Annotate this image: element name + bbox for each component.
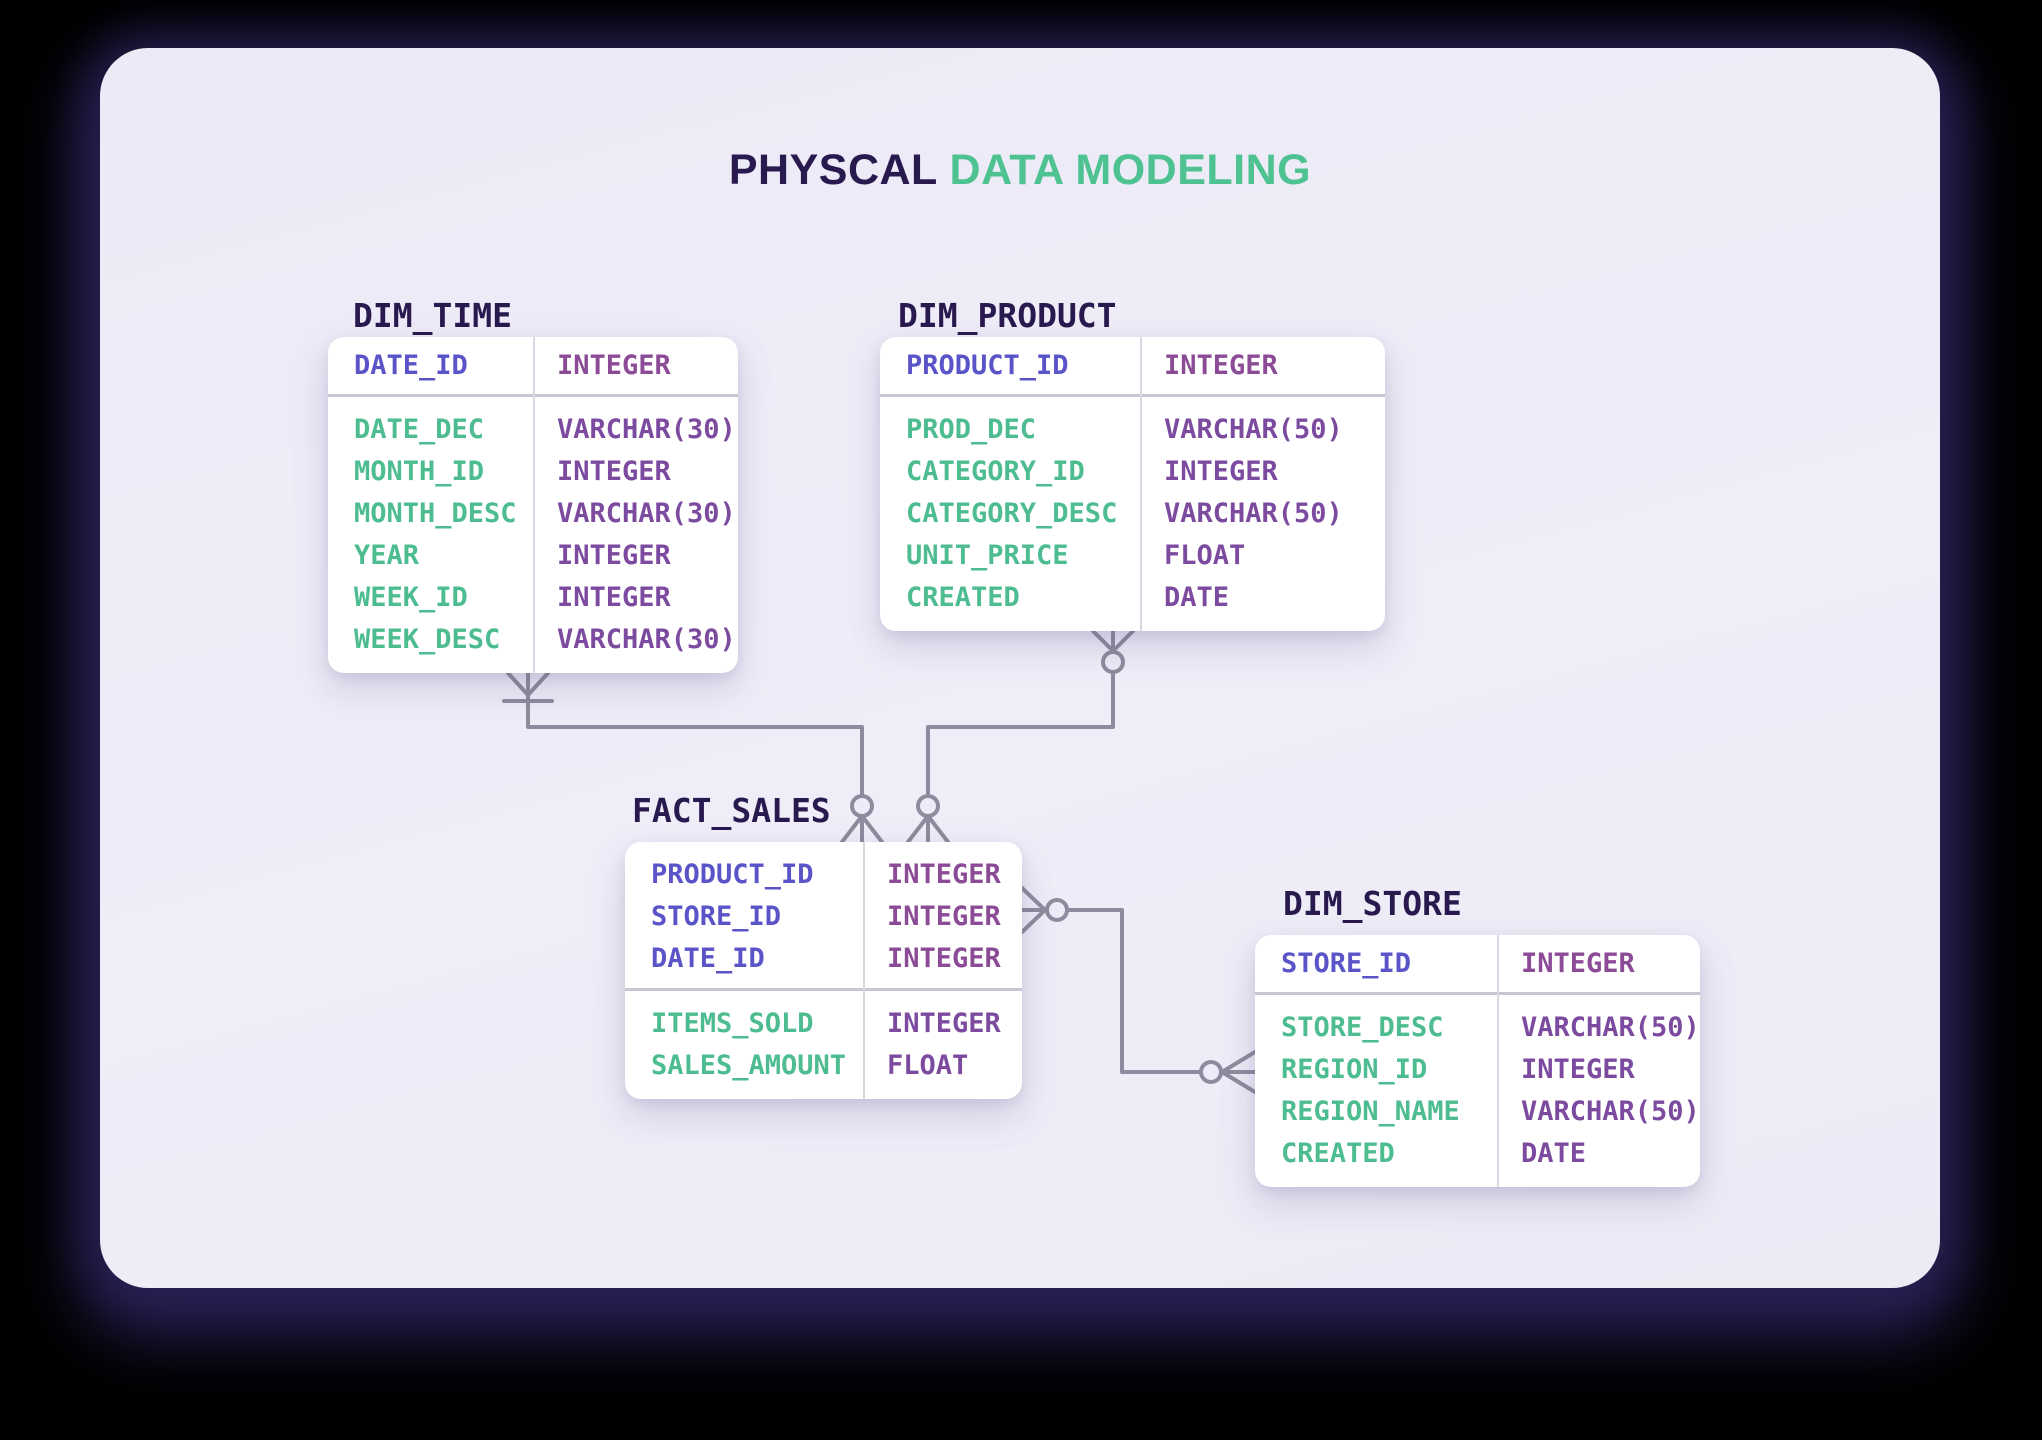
column-type: INTEGER [887, 1008, 1001, 1039]
table-row: STORE_ID INTEGER [625, 896, 1022, 938]
key-section: STORE_ID INTEGER [1255, 935, 1700, 992]
column-type: INTEGER [1521, 1054, 1635, 1085]
column-name: STORE_ID [651, 901, 782, 932]
table-row: CREATED DATE [1255, 1133, 1700, 1175]
column-name: UNIT_PRICE [906, 540, 1069, 571]
column-type: INTEGER [557, 540, 671, 571]
page-title: PHYSCAL DATA MODELING [100, 146, 1940, 195]
table-row: REGION_NAME VARCHAR(50) [1255, 1091, 1700, 1133]
column-name: WEEK_DESC [354, 624, 501, 655]
table-row: CREATED DATE [880, 577, 1385, 619]
table-row: MONTH_ID INTEGER [328, 451, 738, 493]
key-section: PRODUCT_ID INTEGER [880, 337, 1385, 394]
column-type: VARCHAR(50) [1164, 498, 1343, 529]
column-type: VARCHAR(50) [1164, 414, 1343, 445]
table-row: PRODUCT_ID INTEGER [625, 854, 1022, 896]
entity-fact-sales: PRODUCT_ID INTEGER STORE_ID INTEGER DATE… [625, 842, 1022, 1099]
column-name: CREATED [1281, 1138, 1395, 1169]
table-row: CATEGORY_ID INTEGER [880, 451, 1385, 493]
column-type: VARCHAR(50) [1521, 1096, 1700, 1127]
table-row: DATE_ID INTEGER [328, 345, 738, 387]
column-type: FLOAT [1164, 540, 1246, 571]
column-type: DATE [1164, 582, 1230, 613]
column-type: VARCHAR(30) [557, 498, 736, 529]
table-row: STORE_ID INTEGER [1255, 943, 1700, 985]
column-type: INTEGER [1521, 948, 1635, 979]
column-type: DATE [1521, 1138, 1587, 1169]
column-name: CATEGORY_ID [906, 456, 1085, 487]
table-row: PRODUCT_ID INTEGER [880, 345, 1385, 387]
column-name: SALES_AMOUNT [651, 1050, 847, 1081]
entity-dim-store: STORE_ID INTEGER STORE_DESC VARCHAR(50) … [1255, 935, 1700, 1187]
column-type: INTEGER [887, 859, 1001, 890]
column-type: INTEGER [1164, 350, 1278, 381]
table-row: UNIT_PRICE FLOAT [880, 535, 1385, 577]
section-divider [880, 394, 1385, 397]
column-name: WEEK_ID [354, 582, 468, 613]
table-row: REGION_ID INTEGER [1255, 1049, 1700, 1091]
key-section: DATE_ID INTEGER [328, 337, 738, 394]
column-name: PRODUCT_ID [651, 859, 814, 890]
key-section: PRODUCT_ID INTEGER STORE_ID INTEGER DATE… [625, 842, 1022, 988]
column-type: VARCHAR(30) [557, 414, 736, 445]
table-row: DATE_DEC VARCHAR(30) [328, 409, 738, 451]
column-name: CATEGORY_DESC [906, 498, 1118, 529]
attribute-section: ITEMS_SOLD INTEGER SALES_AMOUNT FLOAT [625, 991, 1022, 1099]
column-divider [533, 337, 535, 673]
column-divider [1140, 337, 1142, 631]
column-type: FLOAT [887, 1050, 969, 1081]
column-name: CREATED [906, 582, 1020, 613]
column-name: MONTH_DESC [354, 498, 517, 529]
column-type: INTEGER [557, 350, 671, 381]
column-name: DATE_ID [651, 943, 765, 974]
entity-dim-product: PRODUCT_ID INTEGER PROD_DEC VARCHAR(50) … [880, 337, 1385, 631]
column-name: ITEMS_SOLD [651, 1008, 814, 1039]
column-name: PRODUCT_ID [906, 350, 1069, 381]
column-divider [863, 842, 865, 1099]
table-row: PROD_DEC VARCHAR(50) [880, 409, 1385, 451]
page-title-accent: DATA MODELING [949, 146, 1312, 194]
column-name: STORE_DESC [1281, 1012, 1444, 1043]
section-divider [1255, 992, 1700, 995]
column-name: REGION_NAME [1281, 1096, 1460, 1127]
table-row: STORE_DESC VARCHAR(50) [1255, 1007, 1700, 1049]
column-type: INTEGER [887, 943, 1001, 974]
section-divider [625, 988, 1022, 991]
table-name-dim-time: DIM_TIME [353, 296, 512, 335]
column-type: INTEGER [887, 901, 1001, 932]
column-type: INTEGER [1164, 456, 1278, 487]
table-name-fact-sales: FACT_SALES [632, 791, 831, 830]
attribute-section: STORE_DESC VARCHAR(50) REGION_ID INTEGER… [1255, 995, 1700, 1187]
column-name: REGION_ID [1281, 1054, 1428, 1085]
attribute-section: PROD_DEC VARCHAR(50) CATEGORY_ID INTEGER… [880, 397, 1385, 631]
column-divider [1497, 935, 1499, 1187]
column-type: VARCHAR(30) [557, 624, 736, 655]
entity-dim-time: DATE_ID INTEGER DATE_DEC VARCHAR(30) MON… [328, 337, 738, 673]
table-row: WEEK_ID INTEGER [328, 577, 738, 619]
table-name-dim-store: DIM_STORE [1283, 884, 1462, 923]
page-title-prefix: PHYSCAL [728, 146, 938, 194]
table-row: DATE_ID INTEGER [625, 938, 1022, 980]
column-type: INTEGER [557, 456, 671, 487]
table-row: MONTH_DESC VARCHAR(30) [328, 493, 738, 535]
table-row: SALES_AMOUNT FLOAT [625, 1045, 1022, 1087]
table-row: WEEK_DESC VARCHAR(30) [328, 619, 738, 661]
column-name: YEAR [354, 540, 420, 571]
table-row: CATEGORY_DESC VARCHAR(50) [880, 493, 1385, 535]
column-name: DATE_DEC [354, 414, 485, 445]
column-name: MONTH_ID [354, 456, 485, 487]
column-type: VARCHAR(50) [1521, 1012, 1700, 1043]
column-name: DATE_ID [354, 350, 468, 381]
table-row: YEAR INTEGER [328, 535, 738, 577]
attribute-section: DATE_DEC VARCHAR(30) MONTH_ID INTEGER MO… [328, 397, 738, 673]
column-type: INTEGER [557, 582, 671, 613]
column-name: PROD_DEC [906, 414, 1037, 445]
table-row: ITEMS_SOLD INTEGER [625, 1003, 1022, 1045]
column-name: STORE_ID [1281, 948, 1412, 979]
table-name-dim-product: DIM_PRODUCT [898, 296, 1117, 335]
